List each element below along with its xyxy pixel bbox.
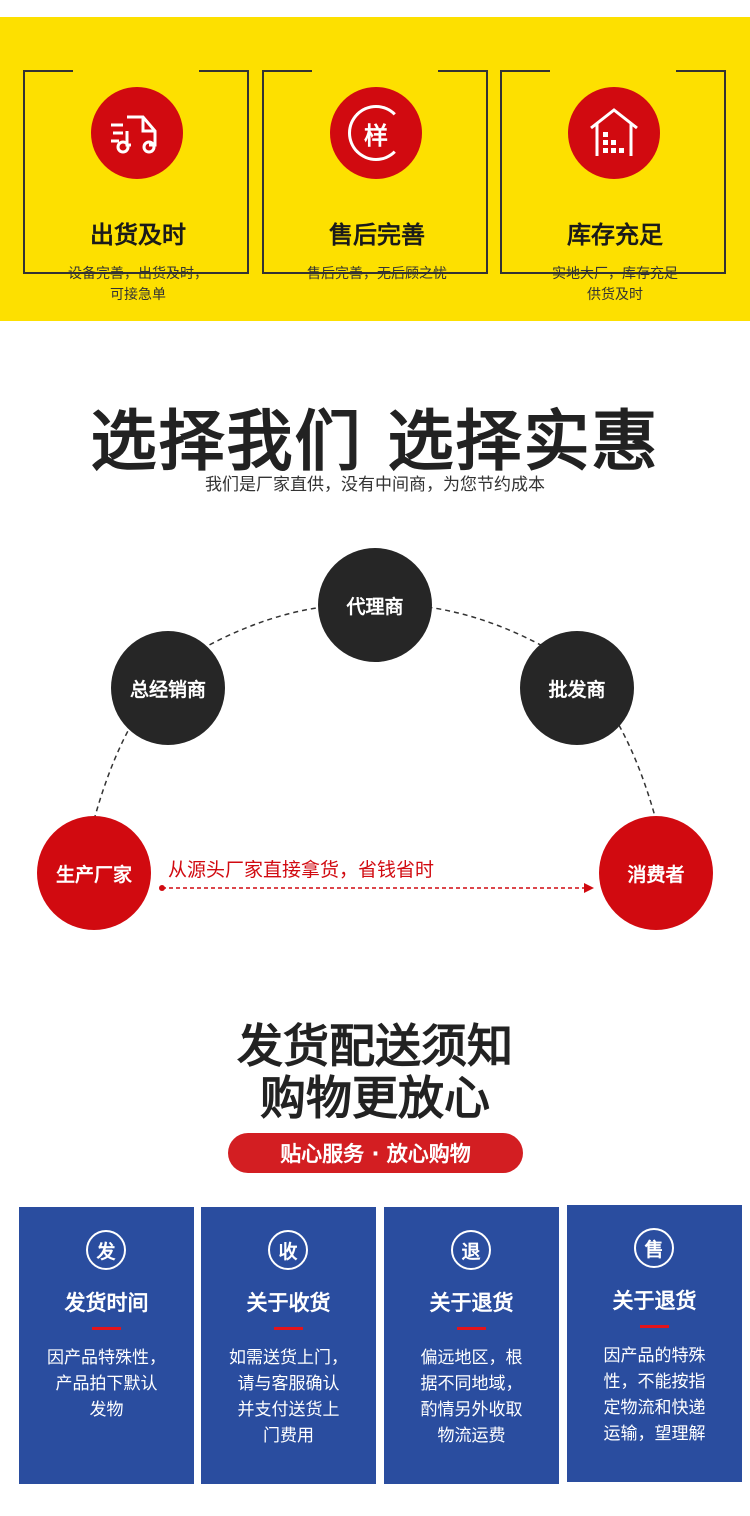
section-subtitle: 我们是厂家直供，没有中间商，为您节约成本 <box>205 475 545 495</box>
card-title: 关于收货 <box>246 1291 331 1315</box>
node-wholesaler: 批发商 <box>520 631 634 745</box>
node-manufacturer: 生产厂家 <box>37 816 151 930</box>
shipping-title-line2: 购物更放心 <box>260 1071 490 1125</box>
warehouse-icon <box>568 87 660 179</box>
sample-cycle-icon: 样 <box>330 87 422 179</box>
info-card-returns-2: 售 关于退货 因产品的特殊性，不能按指定物流和快递运输，望理解 <box>567 1205 742 1482</box>
service-pill: 贴心服务 · 放心购物 <box>228 1133 523 1173</box>
section-title: 选择我们 选择实惠 <box>90 403 660 480</box>
card-title: 发货时间 <box>64 1291 149 1315</box>
card-title: 关于退货 <box>612 1289 697 1313</box>
fa-circle-icon: 发 <box>86 1230 126 1270</box>
feature-card-stock: 库存充足 实地大厂，库存充足供货及时 <box>500 70 726 303</box>
card-desc: 偏远地区，根据不同地域，酌情另外收取物流运费 <box>420 1348 523 1446</box>
card-desc: 因产品特殊性，产品拍下默认发物 <box>47 1348 166 1420</box>
feature-card-aftersales: 样 售后完善 售后完善，无后顾之忧 <box>262 70 488 282</box>
card-desc: 因产品的特殊性，不能按指定物流和快递运输，望理解 <box>603 1346 706 1444</box>
card-desc: 如需送货上门，请与客服确认并支付送货上门费用 <box>229 1348 348 1446</box>
direct-label: 从源头厂家直接拿货，省钱省时 <box>168 859 435 881</box>
info-card-shipping-time: 发 发货时间 因产品特殊性，产品拍下默认发物 <box>19 1207 194 1484</box>
feature-card-shipping: 出货及时 设备完善，出货及时，可接急单 <box>23 70 249 303</box>
feature-desc: 售后完善，无后顾之忧 <box>307 266 447 282</box>
truck-icon <box>91 87 183 179</box>
features-banner: 出货及时 设备完善，出货及时，可接急单 样 售后完善 售后完善，无后顾之忧 库存… <box>0 17 750 321</box>
shipping-title-line1: 发货配送须知 <box>237 1019 513 1073</box>
shou-sale-circle-icon: 售 <box>634 1228 674 1268</box>
shou-circle-icon: 收 <box>268 1230 308 1270</box>
feature-title: 售后完善 <box>329 221 425 249</box>
node-consumer: 消费者 <box>599 816 713 930</box>
info-card-receiving: 收 关于收货 如需送货上门，请与客服确认并支付送货上门费用 <box>201 1207 376 1484</box>
feature-desc: 设备完善，出货及时，可接急单 <box>68 266 208 303</box>
feature-title: 库存充足 <box>567 221 663 249</box>
node-distributor: 总经销商 <box>111 631 225 745</box>
tui-circle-icon: 退 <box>451 1230 491 1270</box>
card-title: 关于退货 <box>429 1291 514 1315</box>
info-card-returns: 退 关于退货 偏远地区，根据不同地域，酌情另外收取物流运费 <box>384 1207 559 1484</box>
feature-desc: 实地大厂，库存充足供货及时 <box>552 266 678 303</box>
feature-title: 出货及时 <box>90 221 186 249</box>
node-agent: 代理商 <box>318 548 432 662</box>
